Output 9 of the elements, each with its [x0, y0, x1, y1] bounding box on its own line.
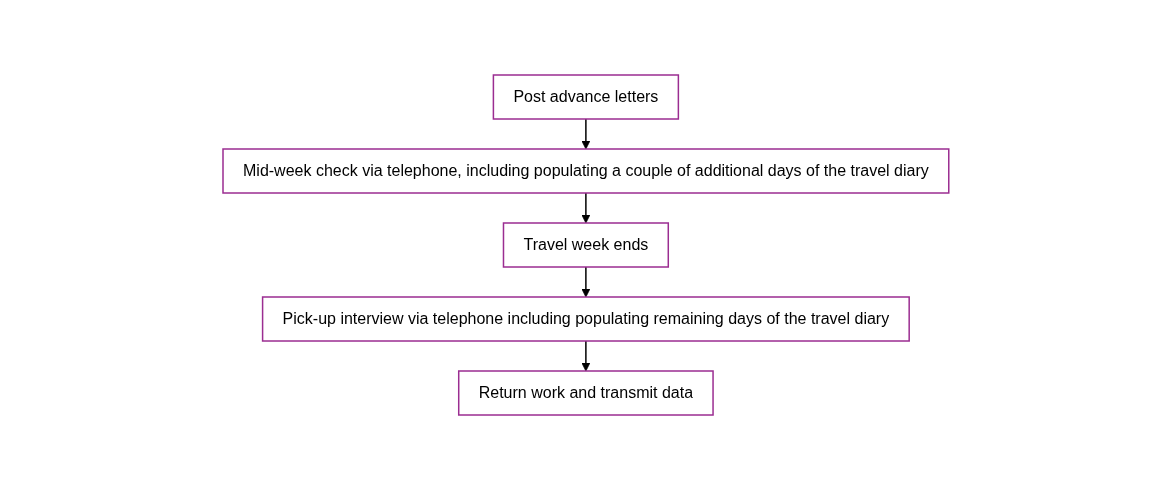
node-box: Mid-week check via telephone, including populating a couple of additional days of the travel diary — [222, 147, 950, 194]
node-box: Travel week ends — [502, 221, 670, 268]
arrow — [581, 339, 591, 371]
node-box: Pick-up interview via telephone including populating remaining days of the travel diary — [261, 295, 911, 342]
arrow — [581, 265, 591, 297]
node-box: Return work and transmit data — [458, 369, 714, 416]
arrow — [581, 191, 591, 223]
arrow — [581, 117, 591, 149]
node-box: Post advance letters — [492, 73, 680, 120]
